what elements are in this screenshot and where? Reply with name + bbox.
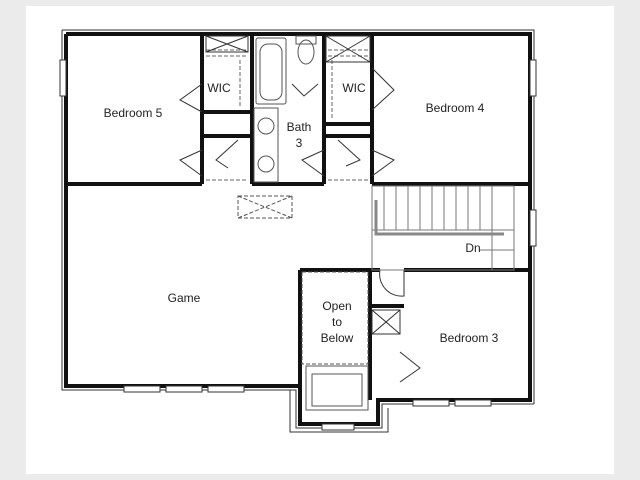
attic-access xyxy=(237,195,293,219)
closet-shelves xyxy=(206,49,368,181)
plan-paper xyxy=(26,6,614,474)
closet-x xyxy=(205,35,401,335)
label-bath3-line1: Bath xyxy=(287,120,312,134)
label-open-line2: to xyxy=(332,315,342,329)
label-wic-left: WIC xyxy=(207,81,231,95)
label-open-line1: Open xyxy=(322,299,351,313)
label-bedroom5: Bedroom 5 xyxy=(104,106,163,120)
label-bath3-line2: 3 xyxy=(296,136,303,150)
label-bedroom3: Bedroom 3 xyxy=(440,331,499,345)
label-wic-right: WIC xyxy=(342,81,366,95)
room-labels: Bedroom 5 WIC Bath 3 WIC Bedroom 4 Game … xyxy=(104,81,499,345)
stairs xyxy=(371,185,515,271)
label-bedroom4: Bedroom 4 xyxy=(426,101,485,115)
wall-outline xyxy=(61,29,535,433)
label-stairs-dn: Dn xyxy=(465,241,480,255)
open-to-below-area xyxy=(301,271,369,411)
door-swings xyxy=(179,67,421,383)
label-game: Game xyxy=(168,291,201,305)
label-open-line3: Below xyxy=(321,331,354,345)
windows xyxy=(59,59,537,431)
bath-fixtures xyxy=(253,35,317,183)
